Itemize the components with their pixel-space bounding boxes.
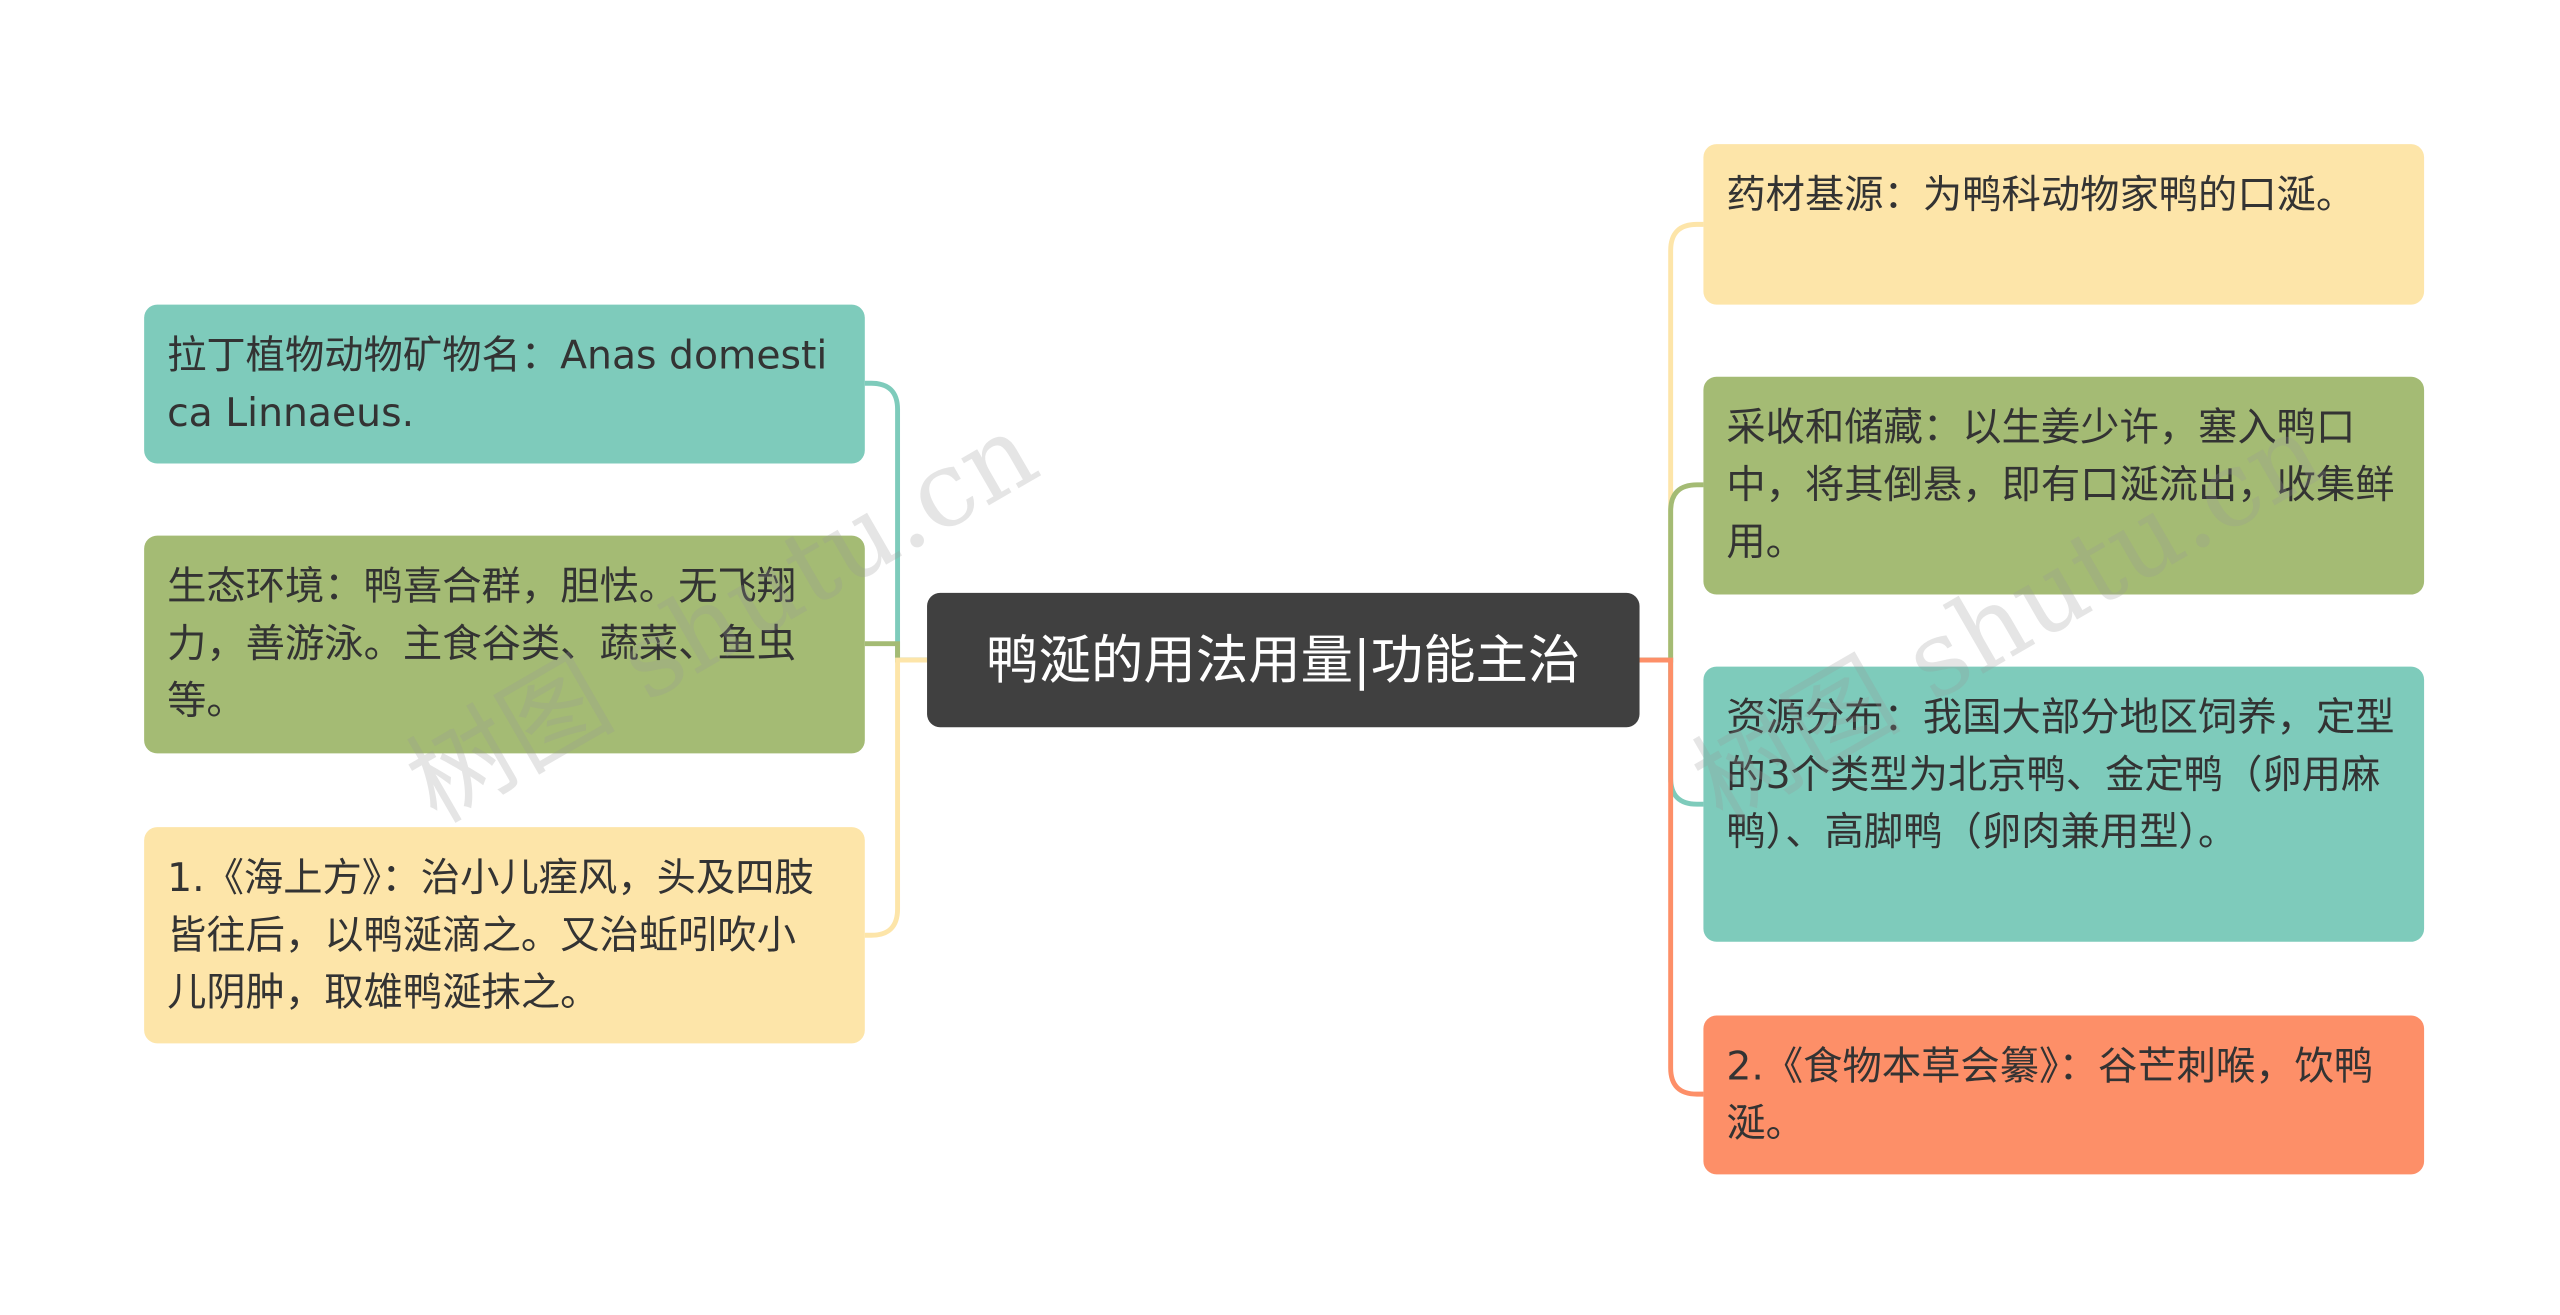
branch-node-text: 采收和储藏：以生姜少许，塞入鸭口中，将其倒悬，即有口涎流出，收集鲜用。 (1726, 404, 2395, 566)
branch-node-text: 拉丁植物动物矿物名：Anas domestica Linnaeus. (167, 332, 828, 436)
connector-right-4 (1639, 657, 1704, 1097)
branch-node-prescription-1[interactable]: 1.《海上方》：治小儿痓风，头及四肢皆往后，以鸭涎滴之。又治蚯吲吹小 儿阴肿，取… (144, 827, 865, 1044)
branch-node-text: 1.《海上方》：治小儿痓风，头及四肢皆往后，以鸭涎滴之。又治蚯吲吹小 儿阴肿，取… (167, 854, 814, 1016)
branch-node-text: 生态环境：鸭喜合群，胆怯。无飞翔力，善游泳。主食谷类、蔬菜、鱼虫等。 (167, 563, 797, 724)
branch-node-prescription-2[interactable]: 2.《食物本草会纂》：谷芒刺喉，饮鸭涎。 (1703, 1015, 2425, 1175)
root-node[interactable]: 鸭涎的用法用量|功能主治 (927, 592, 1640, 728)
connector-right-2 (1639, 482, 1704, 663)
connector-left-3 (864, 657, 928, 938)
branch-node-distribution[interactable]: 资源分布：我国大部分地区饲养，定型的3个类型为北京鸭、金定鸭（卵用麻鸭）、高脚鸭… (1703, 666, 2425, 942)
connector-right-1 (1639, 221, 1704, 663)
branch-node-habitat[interactable]: 生态环境：鸭喜合群，胆怯。无飞翔力，善游泳。主食谷类、蔬菜、鱼虫等。 (144, 535, 865, 754)
connector-left-2 (864, 641, 928, 663)
root-title: 鸭涎的用法用量|功能主治 (986, 628, 1581, 692)
branch-node-text: 资源分布：我国大部分地区饲养，定型的3个类型为北京鸭、金定鸭（卵用麻鸭）、高脚鸭… (1726, 694, 2395, 855)
branch-node-collection-storage[interactable]: 采收和储藏：以生姜少许，塞入鸭口中，将其倒悬，即有口涎流出，收集鲜用。 (1703, 376, 2425, 595)
branch-node-text: 2.《食物本草会纂》：谷芒刺喉，饮鸭涎。 (1726, 1043, 2374, 1147)
branch-node-latin-name[interactable]: 拉丁植物动物矿物名：Anas domestica Linnaeus. (144, 304, 865, 464)
connector-left-1 (864, 380, 928, 663)
branch-node-text: 药材基源：为鸭科动物家鸭的口涎。 (1726, 171, 2356, 218)
branch-node-source[interactable]: 药材基源：为鸭科动物家鸭的口涎。 (1703, 144, 2425, 305)
